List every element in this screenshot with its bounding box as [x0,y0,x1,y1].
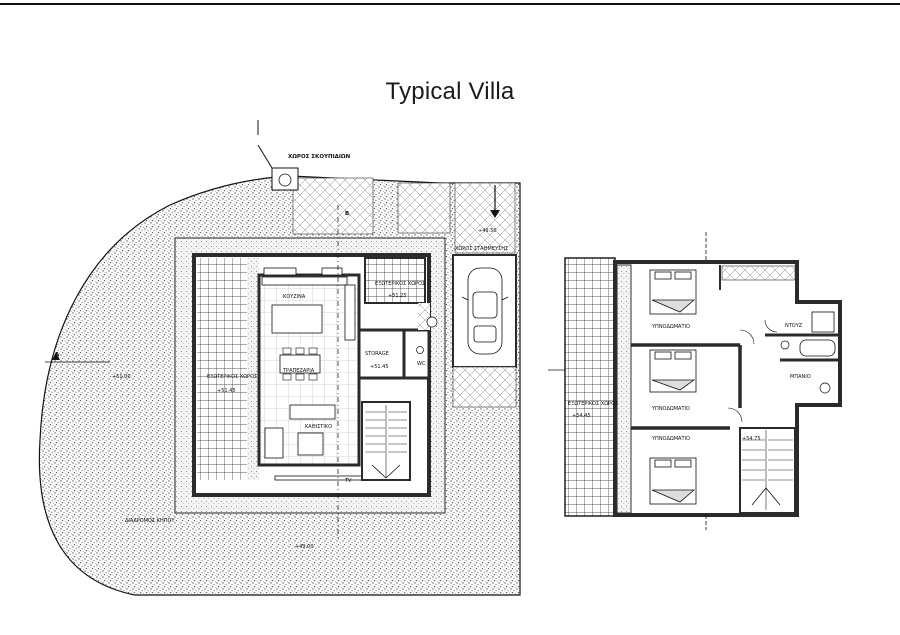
storage-label: STORAGE [365,351,389,357]
top-right-strip [397,182,451,234]
parking-lower-paving [452,366,517,408]
upper-stair-treads [742,430,793,510]
parking-label: ΧΩΡΟΣ ΣΤΑΘΜΕΥΣΗΣ [455,246,508,252]
kitchen-side-counter [344,284,356,341]
coffee-table [297,432,324,456]
upper-staircase [739,427,796,514]
wc-toilet [426,316,438,328]
shower-tray [811,311,835,333]
balcony-elevation-label: +54.45 [572,413,591,419]
section-a-marker-icon [52,352,60,360]
upper-stair-arrow [751,487,781,506]
kitchen-island [271,304,323,334]
kitchen-counter [261,276,348,286]
sofa-left [264,427,284,459]
bed-icon-2 [649,349,697,393]
upper-floor-plan: ΥΠΝΟΔΩΜΑΤΙΟ ΥΠΝΟΔΩΜΑΤΙΟ ΥΠΝΟΔΩΜΑΤΙΟ ΝΤΟΥ… [548,232,842,530]
door-swing-3 [764,319,778,333]
shower-label: ΝΤΟΥΖ [785,323,803,329]
top-border-line [0,3,900,5]
driveway-strip [454,182,516,254]
tv-unit [274,475,366,481]
entry-path-strip [292,177,374,235]
bins-label: ΧΩΡΟΣ ΣΚΟΥΠΙΔΙΩΝ [288,154,351,160]
page-title: Typical Villa [385,78,515,105]
fridge [263,267,297,276]
outdoor-left-label: ΕΞΩΤΕΡΙΚΟΣ ΧΩΡΟΣ [207,374,257,380]
bedroom3-label: ΥΠΝΟΔΩΜΑΤΙΟ [651,436,690,442]
dining-label: ΤΡΑΠΕΖΑΡΙΑ [282,368,315,374]
upper-elevation-label: +54.75 [742,436,761,442]
wc-room [402,328,431,380]
oven [321,267,343,276]
wc-label: WC [417,361,426,367]
dining-chairs [282,347,318,381]
kitchen-label: ΚΟΥΖΙΝΑ [283,294,306,300]
storage-elevation-label: +51.45 [370,364,389,370]
garden-path-label: ΔΙΑΔΡΟΜΟΣ ΚΗΠΟΥ [125,518,175,524]
left-terrace-grid [197,258,247,480]
bottom-elevation-label: +49.00 [295,544,314,550]
door-swing-2 [727,407,743,423]
bed-icon-3 [649,457,697,505]
bedroom2-label: ΥΠΝΟΔΩΜΑΤΙΟ [651,406,690,412]
living-label: ΚΑΘΙΣΤΙΚΟ [305,424,332,430]
section-a-label: A [55,352,60,358]
stair-treads [365,405,407,478]
car-icon [461,267,509,355]
outdoor-top-room [364,257,426,304]
bathtub [799,339,836,357]
left-elevation-label: +51.00 [112,374,131,380]
sofa-top [289,404,336,420]
upper-sink [780,340,790,350]
bed-icon-1 [649,269,697,315]
ground-floor-plan: ΚΟΥΖΙΝΑ ΤΡΑΠΕΖΑΡΙΑ ΚΑΘΙΣΤΙΚΟ STORAGE +51… [38,120,521,596]
north-arrow-top [257,120,273,169]
outdoor-top-elevation: +51.25 [388,293,407,299]
tv-label: TV [344,478,352,484]
terrace-divider [247,258,259,480]
wc-corner [418,303,430,330]
bin-icon [278,173,292,187]
outdoor-top-label: ΕΞΩΤΕΡΙΚΟΣ ΧΩΡΟΣ [375,281,425,287]
dining-table [279,354,321,374]
outdoor-left-elevation: +51.45 [217,388,236,394]
bath-label: ΜΠΑΝΙΟ [790,374,811,380]
upper-outer-wall [613,260,842,517]
door-swing-1 [739,329,755,345]
section-b-top-label: B [345,211,349,217]
wardrobe-strip [721,265,796,281]
upper-toilet [819,382,831,394]
upper-balcony-grid [564,257,616,517]
stair-arrow [371,464,401,479]
bedroom1-label: ΥΠΝΟΔΩΜΑΤΙΟ [651,324,690,330]
bedroom-left-partition [616,264,632,514]
plot-elevation-label: +49.50 [478,228,497,234]
balcony-label: ΕΞΩΤΕΡΙΚΟΣ ΧΩΡΟΣ [568,401,618,407]
wc-sink [416,346,424,354]
driveway-arrow-icon [490,210,500,218]
